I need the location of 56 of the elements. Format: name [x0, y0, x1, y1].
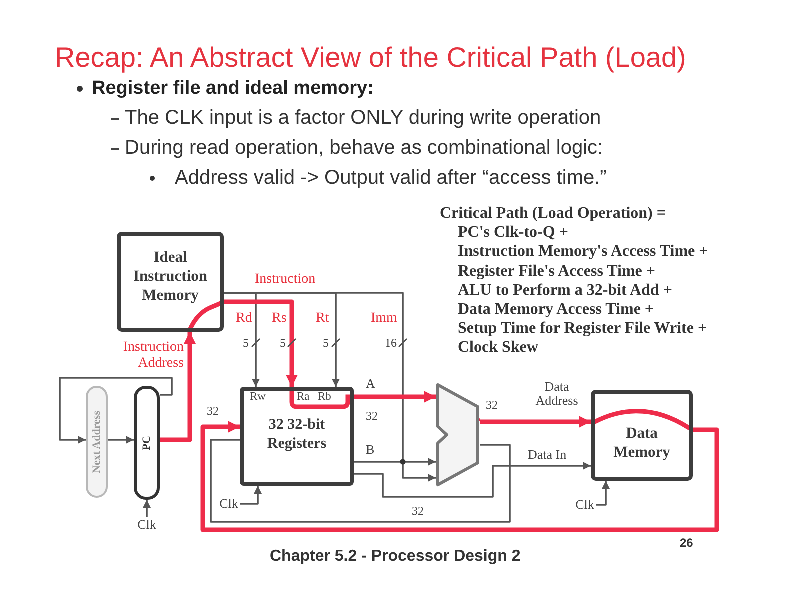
bullet-text: During read operation, behave as combinational logic:: [125, 136, 604, 161]
signal-label: Instruction: [255, 272, 316, 288]
clock-label: Clk: [218, 496, 240, 512]
footer-text: Chapter 5.2 - Processor Design 2: [270, 547, 521, 567]
arrow: [160, 332, 196, 442]
arrow: [354, 462, 591, 498]
register-file-box: [240, 387, 354, 486]
alu-shape: [436, 383, 480, 487]
arrow: [59, 377, 173, 444]
text-line: Setup Time for Register File Write +: [458, 318, 708, 338]
text-line: PC's Clk-to-Q +: [458, 222, 568, 242]
port-label: Ra: [297, 391, 310, 403]
connector-line: [210, 439, 511, 523]
signal-label: 32: [486, 398, 498, 412]
bullet-text: The CLK input is a factor ONLY during write operation: [125, 106, 602, 131]
arrow: [240, 486, 262, 505]
text-line: ALU to Perform a 32-bit Add +: [458, 280, 672, 300]
signal-label: 32: [412, 504, 424, 518]
text-line: Clock Skew: [458, 338, 538, 356]
arrow: [480, 416, 591, 428]
arrow: [108, 436, 134, 444]
edge-label: A: [366, 376, 376, 391]
text-line: Instruction Memory's Access Time +: [458, 242, 708, 261]
signal-label: 32: [366, 409, 378, 423]
signal-label: 16: [385, 336, 397, 350]
arrow: [224, 292, 436, 482]
arrow: [143, 500, 151, 517]
memory-box: [591, 390, 693, 481]
signal-label: 5: [243, 336, 249, 350]
bullet-heading: Register file and ideal memory:: [92, 77, 374, 101]
port-label: Rb: [318, 391, 332, 403]
arrow: [224, 300, 298, 387]
arrow: [596, 481, 610, 506]
clock-label: Clk: [574, 497, 596, 513]
vertical-label: Next Address: [90, 410, 104, 474]
vertical-label: PC: [140, 436, 154, 450]
box-label: Ideal Instruction Memory: [132, 248, 209, 304]
register-bar: [134, 386, 160, 500]
box-label: 32 32-bit Registers: [266, 416, 328, 454]
logic-bar: [86, 386, 108, 498]
text-line: Critical Path (Load Operation) =: [440, 204, 666, 222]
arrow: [200, 421, 720, 532]
text-line: Register File's Access Time +: [458, 262, 656, 280]
title: Recap: An Abstract View of the Critical Path (Load): [55, 41, 686, 75]
clock-label: Clk: [136, 517, 158, 533]
memory-box: [117, 232, 224, 332]
signal-label: 5: [323, 336, 329, 350]
arrow: [354, 458, 436, 466]
box-label: Data Memory: [612, 424, 672, 462]
bullet-text: Address valid -> Output valid after “access time.”: [175, 166, 607, 191]
port-label: Rw: [250, 391, 266, 403]
text-line: Data Memory Access Time +: [458, 300, 654, 318]
signal-label: 5: [280, 336, 286, 350]
page-number: 26: [680, 536, 694, 550]
signal-label: 32: [207, 404, 219, 418]
arrow: [354, 391, 436, 403]
